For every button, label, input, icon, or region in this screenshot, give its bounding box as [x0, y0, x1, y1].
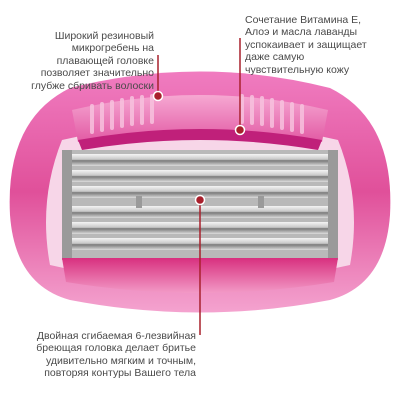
- microcomb-fins: [90, 94, 304, 134]
- blade-1: [62, 154, 338, 166]
- callout-bottom-left: [194, 194, 206, 335]
- callout-marker: [152, 90, 164, 102]
- comb-base-band: [78, 129, 322, 150]
- blade-3: [62, 186, 338, 198]
- blade-clips: [62, 150, 338, 260]
- callout-marker: [194, 194, 206, 206]
- callout-top-left: [152, 55, 164, 102]
- callout-top-right: [234, 38, 246, 136]
- callout-comb-text: Широкий резиновый микрогребень на плаваю…: [31, 30, 154, 92]
- blade-2: [62, 170, 338, 182]
- callout-marker: [234, 124, 246, 136]
- callout-blades-text: Двойная сгибаемая 6-лезвийная бреющая го…: [36, 330, 196, 380]
- callout-lubricant-text: Сочетание Витамина Е, Алоэ и масла лаван…: [245, 14, 367, 76]
